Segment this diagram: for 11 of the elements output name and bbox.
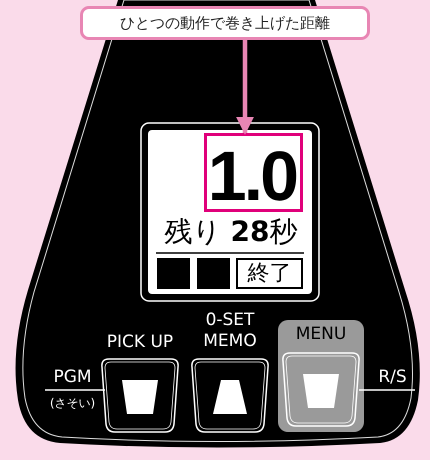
distance-reading: 1.0 bbox=[204, 133, 303, 212]
button-label: PGM bbox=[52, 366, 93, 388]
end-indicator: 終了 bbox=[236, 258, 303, 289]
leader-line bbox=[45, 389, 105, 391]
callout-box: ひとつの動作で巻き上げた距離 bbox=[80, 6, 370, 40]
leader-line bbox=[359, 389, 415, 391]
remaining-time-text: 残り 28秒 bbox=[164, 214, 298, 250]
arrow bbox=[236, 40, 254, 135]
button-label: R/S bbox=[377, 366, 408, 388]
sub-label: (さそい) bbox=[48, 395, 96, 412]
push-button: MENU bbox=[278, 320, 364, 432]
